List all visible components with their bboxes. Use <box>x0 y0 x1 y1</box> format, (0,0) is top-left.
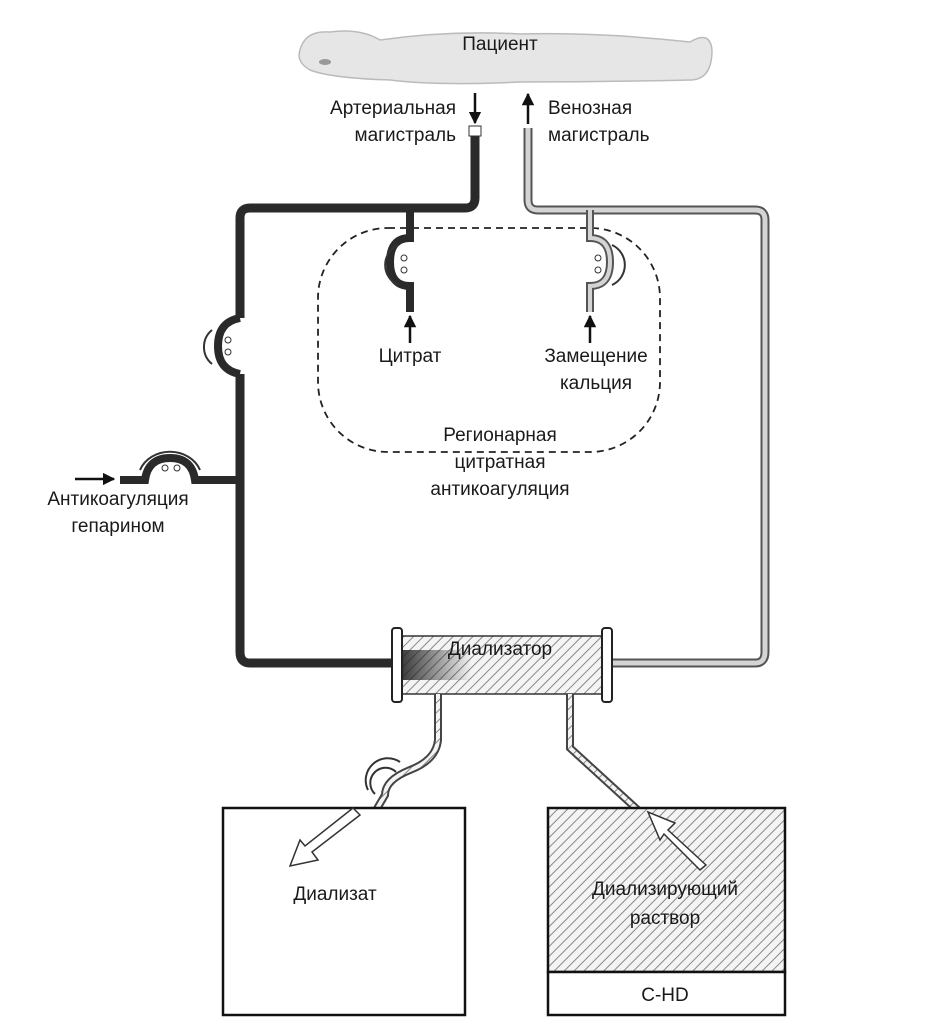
dialyzer <box>391 627 613 703</box>
regional-label-2: цитратная <box>455 452 546 473</box>
dialysate-pump-icon <box>364 757 401 791</box>
dialysate-label: Диализат <box>293 884 377 905</box>
patient-figure <box>298 30 713 85</box>
arterial-line-label-2: магистраль <box>355 125 457 146</box>
dialysate-container <box>221 806 467 1017</box>
solution-in-arrow-icon <box>646 810 708 872</box>
calcium-pump-icon <box>586 210 626 312</box>
heparin-pump-icon <box>120 450 240 484</box>
dialysis-mode-label: C-HD <box>641 985 689 1006</box>
blood-pump-icon <box>202 314 246 378</box>
solution-tubing <box>566 694 643 815</box>
patient-label: Пациент <box>462 34 538 55</box>
dialysis-solution-label-2: раствор <box>630 908 700 929</box>
citrate-label: Цитрат <box>379 346 442 367</box>
arterial-tubing <box>235 128 480 668</box>
citrate-pump-icon <box>384 210 414 312</box>
dialysate-out-arrow-icon <box>288 806 362 868</box>
calcium-label-1: Замещение <box>544 346 647 367</box>
regional-label-3: антикоагуляция <box>430 479 569 500</box>
dialysis-solution-label-1: Диализирующий <box>592 879 738 900</box>
regional-citrate-region <box>317 227 661 453</box>
heparin-label-1: Антикоагуляция <box>47 489 188 510</box>
venous-line-label-1: Венозная <box>548 98 632 119</box>
dialysis-solution-container <box>546 806 787 1017</box>
heparin-label-2: гепарином <box>71 516 164 537</box>
dialyzer-label: Диализатор <box>448 639 552 660</box>
regional-label-1: Регионарная <box>443 425 557 446</box>
calcium-label-2: кальция <box>560 373 632 394</box>
venous-line-label-2: магистраль <box>548 125 650 146</box>
arterial-line-label-1: Артериальная <box>330 98 456 119</box>
